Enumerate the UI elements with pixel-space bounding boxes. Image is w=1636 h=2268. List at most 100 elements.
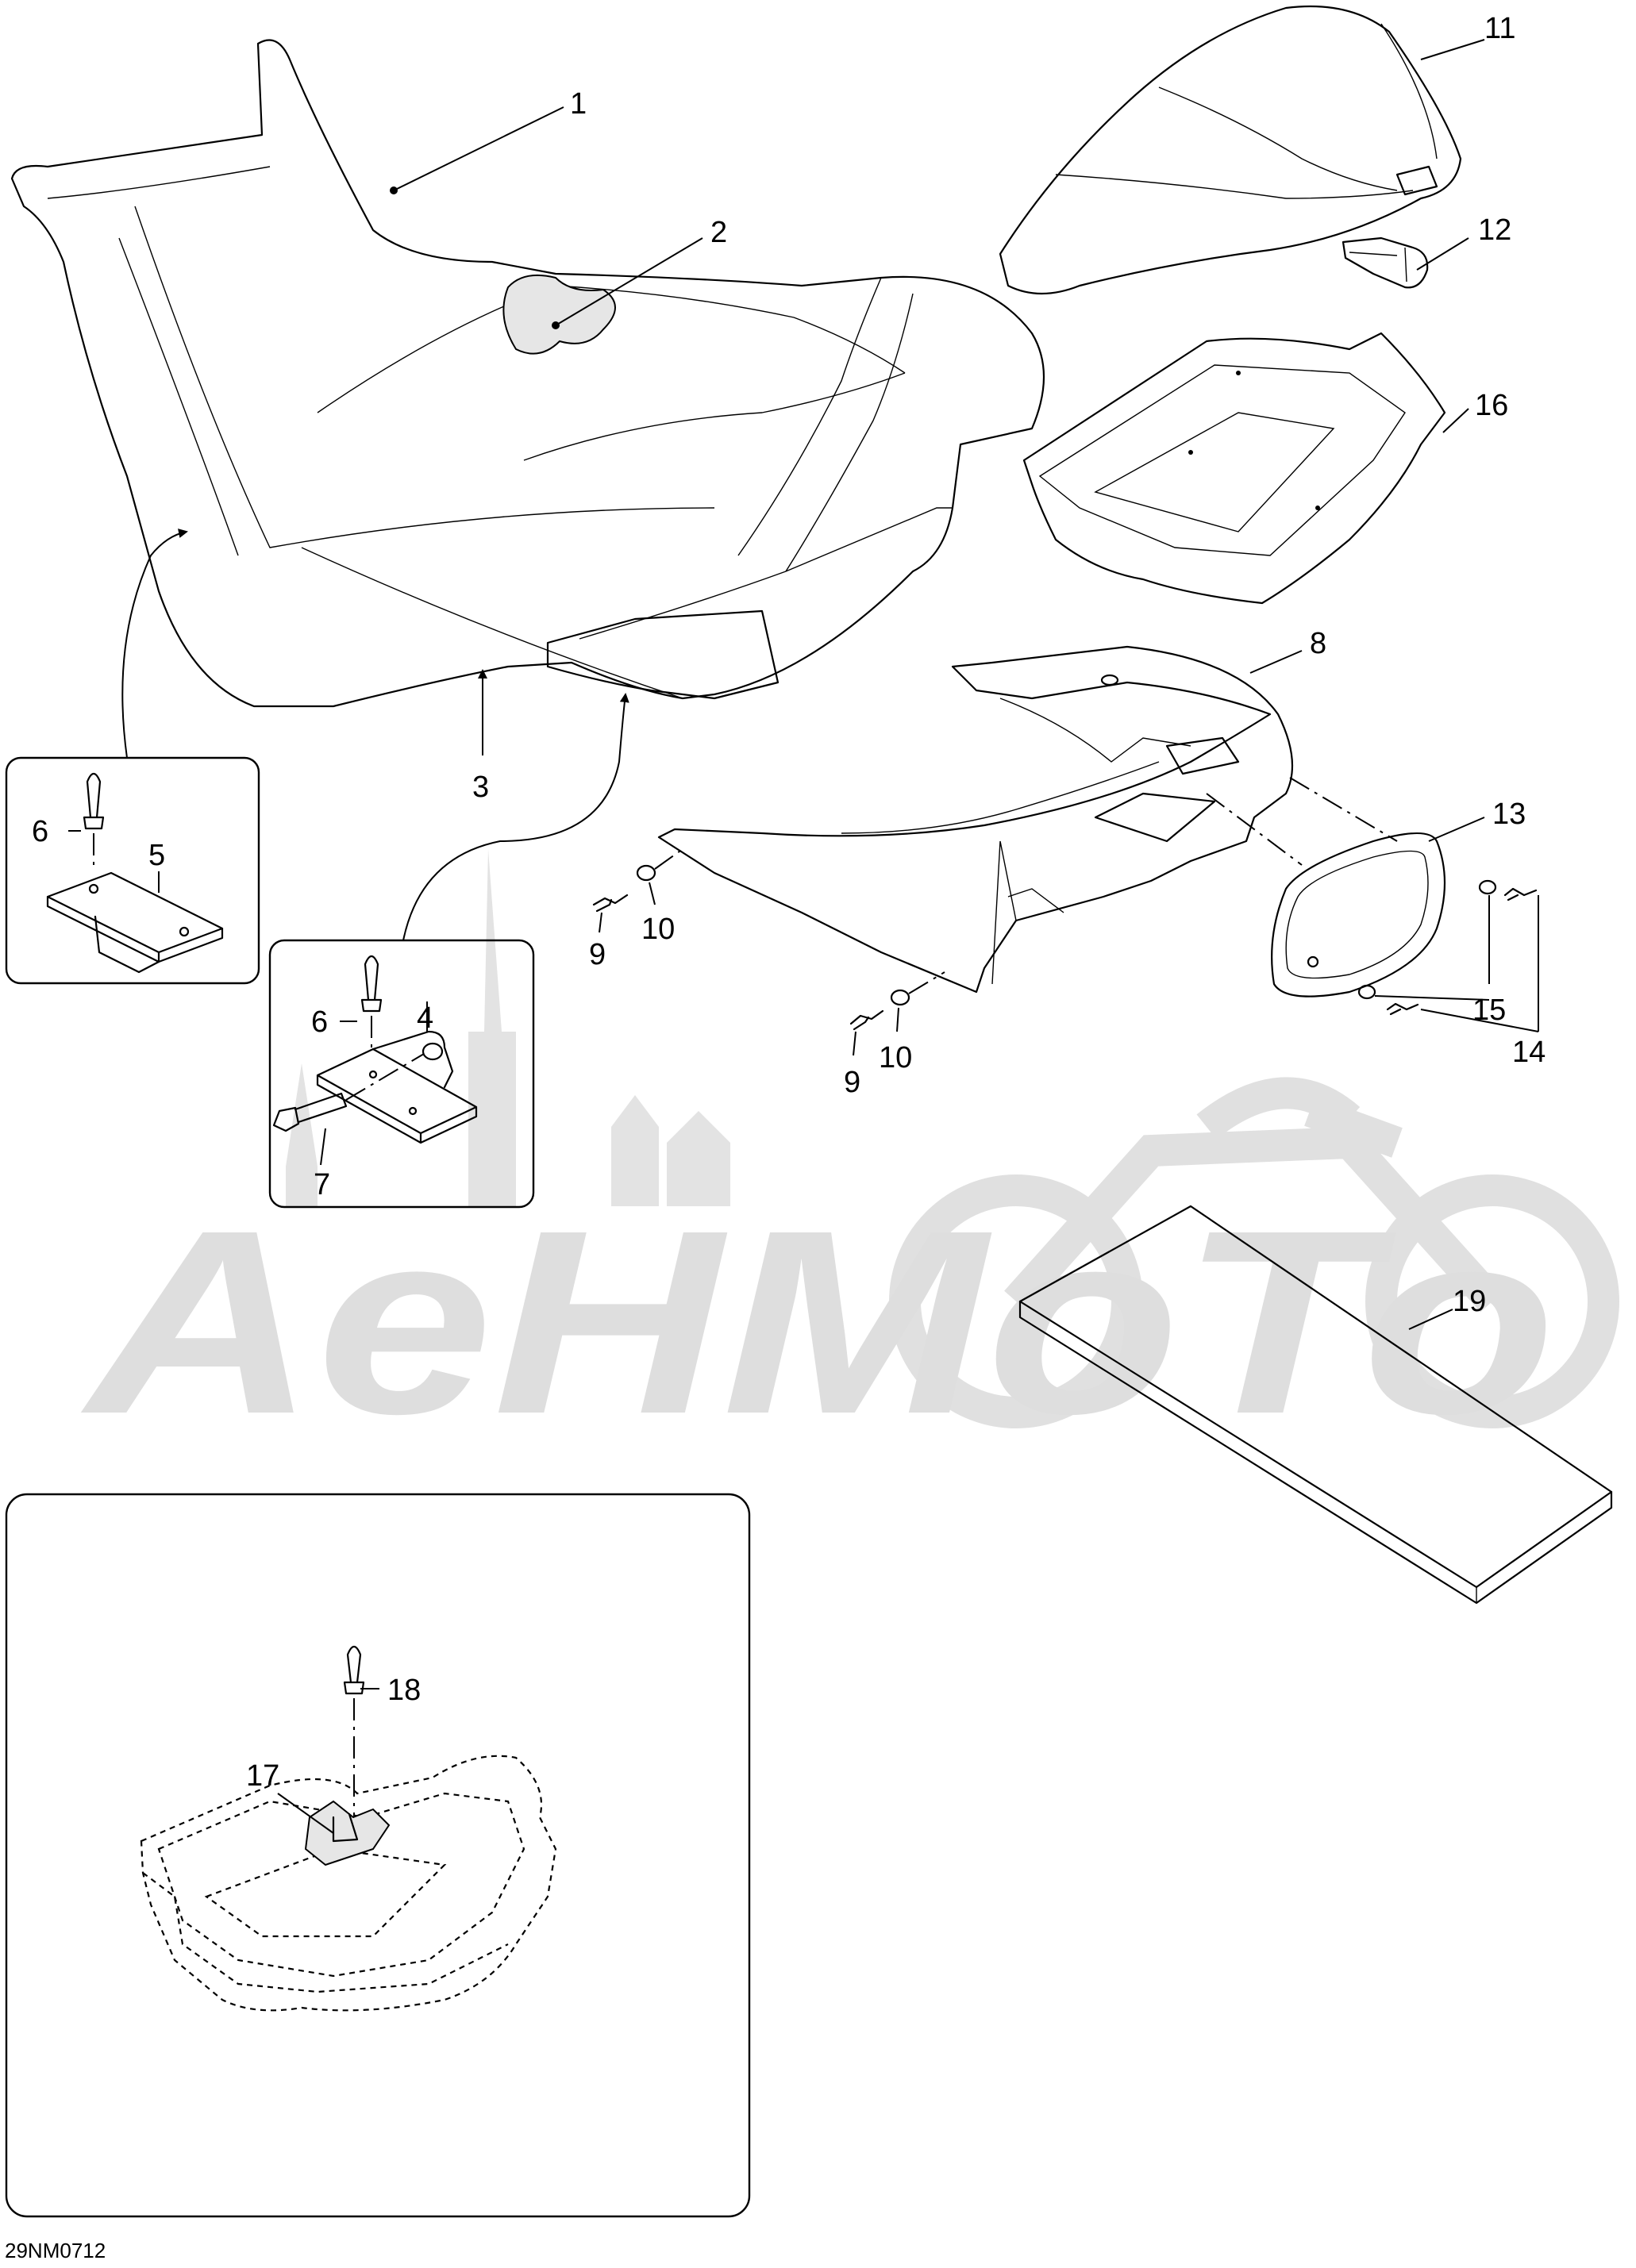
callout-9a: 9: [589, 938, 606, 971]
leader-12: [1416, 237, 1469, 271]
tray-hole: [1315, 505, 1320, 510]
callout-10b: 10: [879, 1041, 912, 1074]
backrest-strap: [1395, 165, 1438, 196]
foam-pad: [1018, 1205, 1613, 1605]
rivet-6a: [83, 772, 105, 830]
washer-15a: [1478, 879, 1497, 895]
bracket-4: [316, 1048, 478, 1144]
rivet-6b: [360, 955, 383, 1013]
callout-12: 12: [1478, 213, 1511, 247]
base-seam-3: [991, 840, 1017, 985]
rear-pad: [1271, 832, 1446, 998]
callout-11: 11: [1484, 12, 1515, 45]
nut-17: [304, 1800, 391, 1866]
seat-seam-bottom: [579, 507, 953, 640]
callout-2: 2: [710, 216, 727, 249]
bolt-7-axis: [345, 1053, 425, 1101]
callout-1: 1: [570, 87, 587, 121]
callout-labels: 1 2 3 4 5 6 6 7 8 9 9 10 10 11 12 13 14 …: [32, 12, 1546, 1793]
callout-5: 5: [148, 839, 165, 872]
inset-bracket-5: [5, 756, 260, 985]
leader-14: [1420, 895, 1539, 1032]
backrest-seam-2: [1158, 86, 1398, 191]
clip-outline: [1342, 236, 1429, 289]
callout-10a: 10: [641, 913, 675, 946]
callout-6b: 6: [311, 1005, 328, 1039]
washer-10b: [890, 989, 910, 1006]
callout-19: 19: [1453, 1285, 1486, 1318]
leader-lines: [68, 39, 1539, 1834]
nut-17-detail: [332, 1812, 359, 1843]
seat-outline: [10, 39, 1045, 708]
callout-6a: 6: [32, 815, 48, 848]
screw-9b: [849, 1009, 884, 1031]
seat-seam-cushion: [317, 285, 906, 413]
screw-9a: [592, 894, 629, 913]
seat-seam-back: [737, 277, 882, 556]
watermark-text: AeHMoTo: [78, 1175, 1556, 1468]
leader-2: [555, 237, 703, 326]
bracket-4-nut: [422, 1042, 444, 1061]
storage-tray: [1022, 332, 1446, 605]
backrest-seam-3: [1380, 23, 1438, 160]
clip-detail: [1349, 247, 1407, 283]
base-stud: [1100, 674, 1119, 686]
base-seam-1: [999, 698, 1191, 763]
leader-11: [1420, 39, 1485, 60]
bracket-4-hole: [368, 1070, 378, 1079]
pad-outline: [1271, 832, 1446, 998]
fastener-group-left: [592, 848, 945, 1031]
base-flap: [1007, 888, 1064, 913]
callout-15: 15: [1472, 994, 1506, 1027]
inset-tray-17: [5, 1493, 751, 2218]
seat-seam-back2: [785, 293, 914, 572]
bracket-4-ear: [371, 1030, 454, 1089]
leader-19: [1408, 1309, 1453, 1330]
seat-seam-rider2: [118, 237, 239, 556]
callout-16: 16: [1475, 389, 1508, 422]
curve-arrow-inset2: [402, 693, 629, 941]
watermark-motorcycle: [889, 1077, 1619, 1428]
pad-hole: [1307, 955, 1319, 968]
watermark-skyline: [286, 849, 730, 1206]
tray-hole: [1188, 450, 1193, 455]
callout-7: 7: [314, 1168, 330, 1201]
leader-17: [277, 1793, 334, 1834]
bracket-5-hole: [179, 926, 190, 937]
base-outline: [657, 645, 1294, 994]
center-line-left: [654, 848, 683, 870]
washer-10a: [636, 864, 656, 882]
bracket-4-hole: [408, 1106, 418, 1116]
bracket-5: [46, 871, 224, 963]
callout-13: 13: [1492, 798, 1526, 831]
tray-dashed-outline: [140, 1755, 557, 2012]
leader-10b: [896, 1007, 899, 1032]
base-latch: [1165, 736, 1240, 775]
seat-logo-patch: [502, 274, 616, 355]
leader-7: [320, 1128, 326, 1166]
leader-10a: [649, 882, 656, 905]
seat-seam-rider: [134, 206, 715, 548]
bracket-5-hole: [88, 883, 99, 894]
leader-16: [1442, 408, 1469, 433]
clip-part: [1342, 236, 1429, 289]
base-seam-2: [841, 761, 1160, 834]
leader-1: [393, 106, 564, 191]
callout-4: 4: [417, 1001, 433, 1035]
inset-frame-3: [5, 1493, 751, 2218]
leader-13: [1428, 817, 1485, 842]
watermark: AeHMoTo: [78, 849, 1619, 1468]
bracket-5-tab: [94, 915, 160, 974]
seat-seam-front: [47, 166, 271, 199]
base-pocket: [1094, 792, 1216, 843]
tray-outline: [1022, 332, 1446, 605]
pad-inner: [1285, 850, 1429, 979]
washer-15b: [1357, 984, 1376, 1000]
seat-assembly: [10, 39, 1045, 708]
screw-14b: [1386, 1002, 1419, 1016]
callout-8: 8: [1310, 627, 1326, 660]
callout-14: 14: [1512, 1036, 1546, 1069]
callout-17: 17: [246, 1759, 279, 1793]
tray-dashed-lip: [142, 1872, 509, 1993]
leader-9b: [853, 1031, 856, 1056]
